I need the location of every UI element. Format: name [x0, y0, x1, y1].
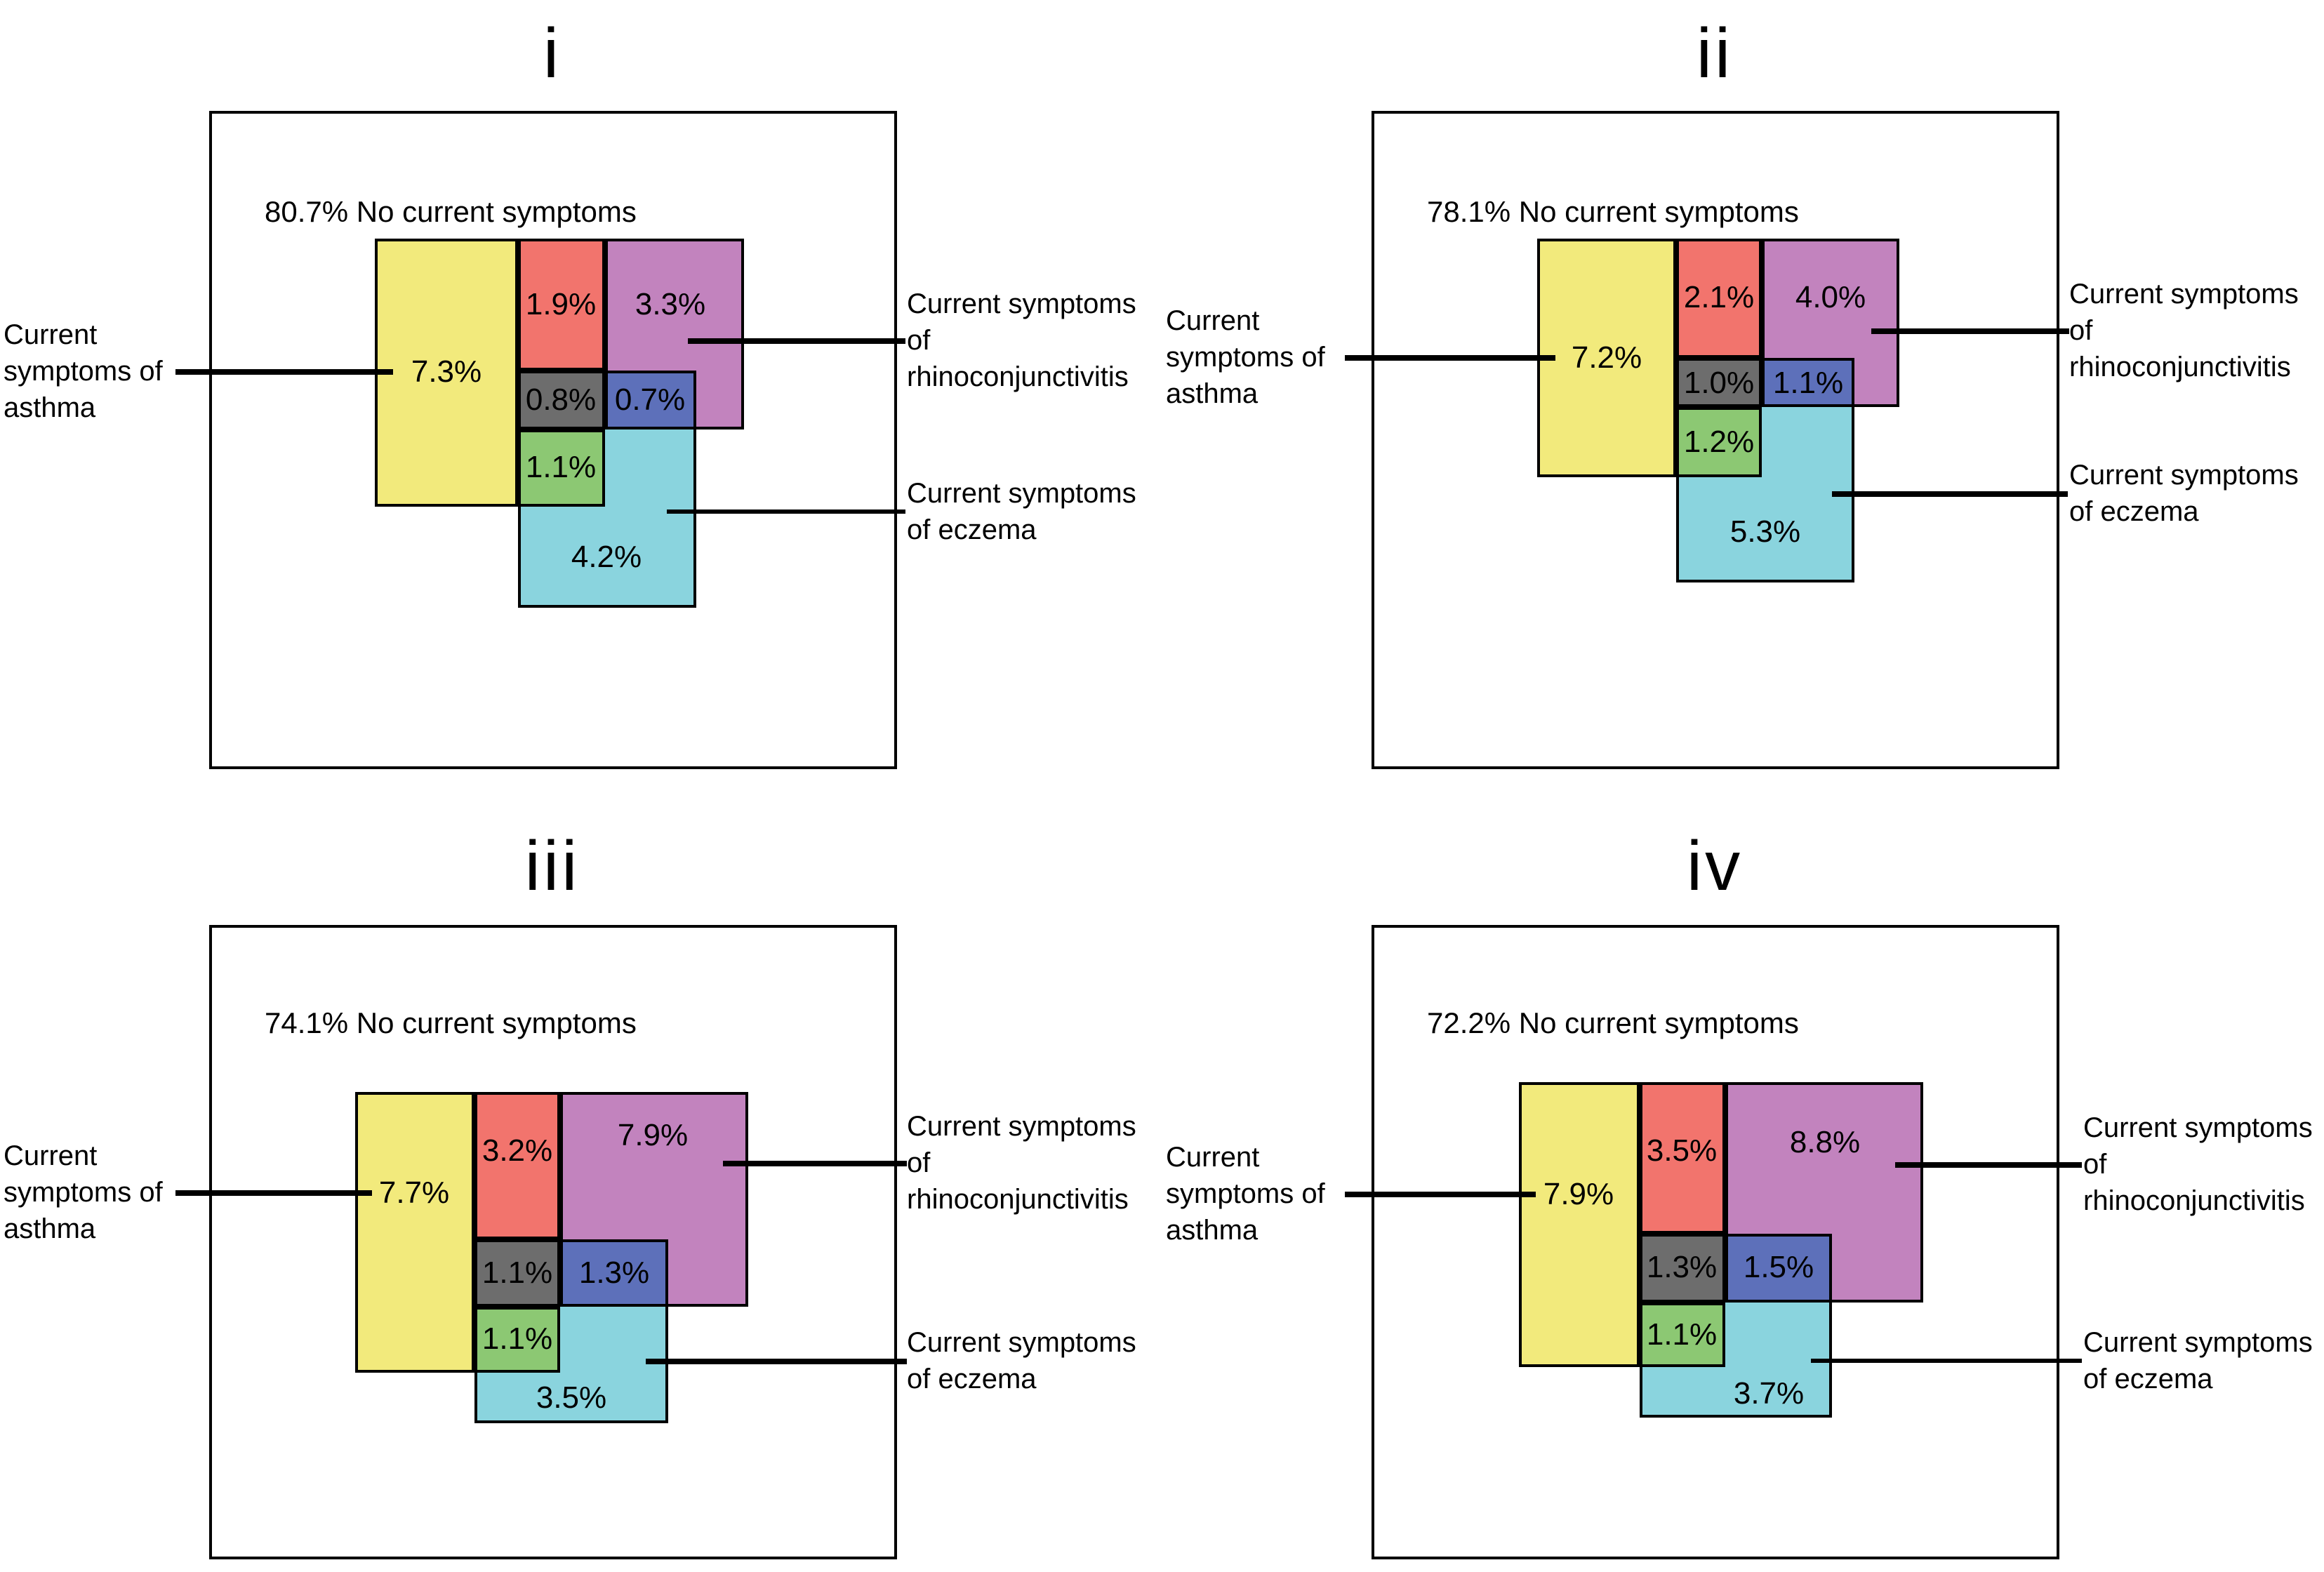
- value-rhino-only: 8.8%: [1789, 1124, 1861, 1159]
- value-rhino-eczema: 0.7%: [614, 381, 686, 416]
- region-rhino-eczema: [1762, 357, 1854, 407]
- eczema-legend: Current symptoms of eczema: [2069, 460, 2299, 528]
- region-asthma-rhino: [1639, 1082, 1725, 1233]
- region-asthma-rhino: [474, 1092, 560, 1239]
- rhino-callout-line: [688, 338, 905, 344]
- value-asthma-eczema: 1.1%: [482, 1321, 553, 1356]
- region-all-three: [517, 370, 604, 429]
- value-eczema-only: 3.5%: [536, 1379, 607, 1414]
- value-asthma-only: 7.3%: [411, 354, 482, 389]
- asthma-legend: Current symptoms of asthma: [1166, 306, 1325, 410]
- value-rhino-only: 7.9%: [617, 1117, 689, 1152]
- region-all-three: [1676, 357, 1762, 407]
- eczema-callout-line: [1811, 1358, 2082, 1364]
- region-asthma-eczema: [474, 1306, 560, 1372]
- rhino-callout-line: [1871, 328, 2069, 334]
- rhino-legend: Current symptoms of rhinoconjunctivitis: [907, 289, 1136, 393]
- asthma-callout-line: [175, 369, 392, 375]
- rhino-legend: Current symptoms of rhinoconjunctivitis: [2069, 279, 2299, 383]
- no-symptoms-label: 78.1% No current symptoms: [1427, 196, 1799, 228]
- value-all-three: 0.8%: [525, 381, 597, 416]
- rhino-legend: Current symptoms of rhinoconjunctivitis: [907, 1112, 1136, 1215]
- value-eczema-only: 5.3%: [1729, 514, 1801, 549]
- value-asthma-only: 7.9%: [1543, 1176, 1614, 1211]
- value-asthma-eczema: 1.1%: [1646, 1317, 1718, 1352]
- value-eczema-only: 3.7%: [1733, 1376, 1805, 1411]
- region-asthma-only: [354, 1092, 474, 1372]
- region-all-three: [1639, 1233, 1725, 1302]
- value-all-three: 1.0%: [1683, 364, 1755, 399]
- region-all-three: [474, 1239, 560, 1306]
- asthma-callout-line: [1344, 1192, 1536, 1197]
- rhino-legend: Current symptoms of rhinoconjunctivitis: [2083, 1113, 2313, 1217]
- value-all-three: 1.3%: [1646, 1249, 1718, 1284]
- asthma-callout-line: [175, 1190, 372, 1196]
- value-rhino-eczema: 1.3%: [578, 1254, 650, 1289]
- rhino-callout-line: [723, 1161, 907, 1166]
- value-asthma-only: 7.7%: [378, 1175, 450, 1210]
- asthma-callout-line: [1344, 355, 1555, 361]
- region-asthma-rhino: [517, 239, 604, 370]
- asthma-legend: Current symptoms of asthma: [1166, 1143, 1325, 1246]
- panel-title: iii: [524, 826, 580, 905]
- region-asthma-eczema: [1639, 1302, 1725, 1367]
- asthma-legend: Current symptoms of asthma: [4, 1141, 163, 1245]
- value-all-three: 1.1%: [482, 1254, 553, 1289]
- panel-title: ii: [1696, 14, 1734, 93]
- value-rhino-only: 3.3%: [635, 286, 706, 321]
- eczema-legend: Current symptoms of eczema: [907, 478, 1136, 545]
- value-asthma-eczema: 1.2%: [1683, 424, 1755, 459]
- region-asthma-only: [1518, 1082, 1639, 1367]
- rhino-callout-line: [1895, 1162, 2082, 1168]
- value-asthma-rhino: 2.1%: [1683, 279, 1755, 314]
- region-rhino-eczema: [560, 1239, 668, 1306]
- asthma-legend: Current symptoms of asthma: [4, 320, 163, 424]
- value-rhino-eczema: 1.1%: [1772, 364, 1844, 399]
- value-asthma-rhino: 1.9%: [525, 286, 597, 321]
- value-eczema-only: 4.2%: [571, 538, 642, 573]
- region-asthma-rhino: [1676, 238, 1762, 357]
- eczema-callout-line: [667, 509, 905, 514]
- eczema-callout-line: [1832, 491, 2068, 497]
- value-asthma-rhino: 3.5%: [1646, 1133, 1718, 1168]
- value-rhino-eczema: 1.5%: [1743, 1249, 1814, 1284]
- panel-title: i: [543, 14, 562, 93]
- region-rhino-eczema: [1725, 1233, 1832, 1302]
- no-symptoms-label: 74.1% No current symptoms: [265, 1008, 637, 1040]
- eczema-legend: Current symptoms of eczema: [2083, 1327, 2313, 1394]
- region-asthma-eczema: [517, 429, 604, 506]
- region-asthma-eczema: [1676, 407, 1762, 477]
- region-rhino-eczema: [604, 370, 696, 429]
- value-asthma-rhino: 3.2%: [482, 1133, 553, 1168]
- eczema-legend: Current symptoms of eczema: [907, 1328, 1136, 1395]
- value-asthma-eczema: 1.1%: [525, 449, 597, 484]
- eczema-callout-line: [646, 1359, 907, 1364]
- panel-title: iv: [1686, 826, 1744, 905]
- value-rhino-only: 4.0%: [1795, 279, 1866, 314]
- no-symptoms-label: 72.2% No current symptoms: [1427, 1008, 1799, 1040]
- no-symptoms-label: 80.7% No current symptoms: [265, 196, 637, 228]
- value-asthma-only: 7.2%: [1571, 340, 1642, 375]
